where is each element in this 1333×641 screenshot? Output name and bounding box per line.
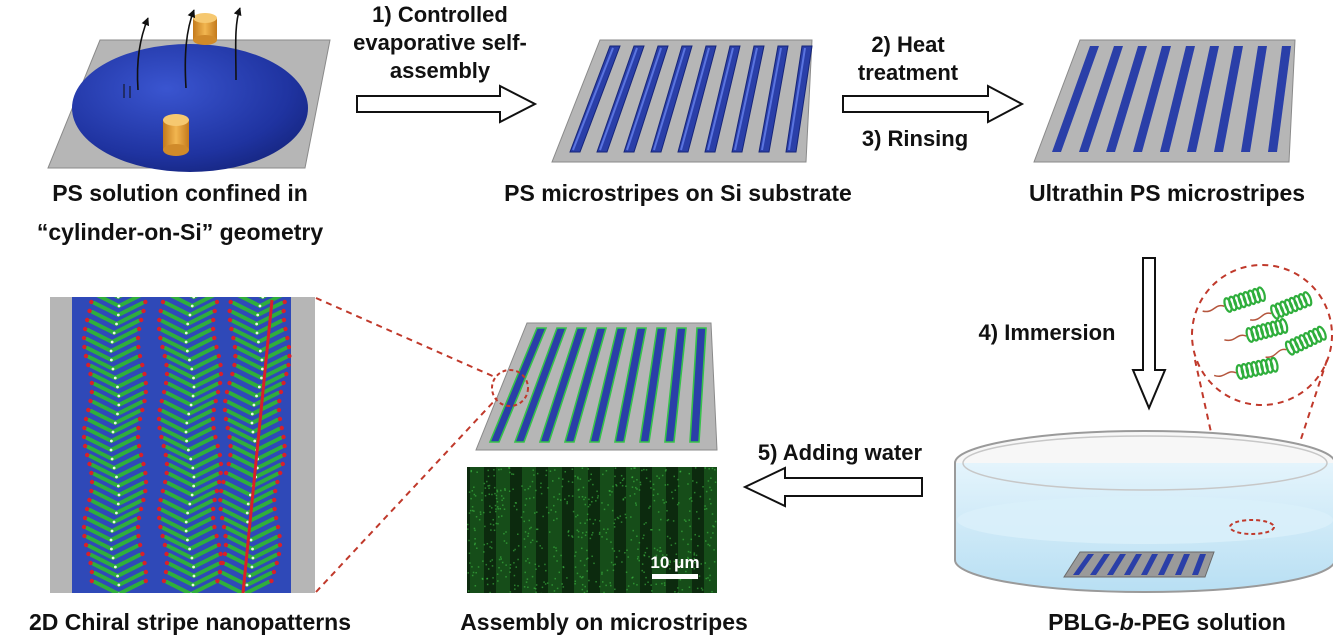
- step-1: 1) Controlled evaporative self- assembly: [353, 2, 538, 124]
- step2-line2: treatment: [858, 60, 959, 85]
- ultrathin-stripe: [1079, 46, 1123, 152]
- process-arrow-icon: [1131, 257, 1167, 411]
- ps-solution-panel: PS solution confined in “cylinder-on-Si”…: [37, 7, 331, 245]
- scale-bar-label: 10 μm: [650, 553, 699, 572]
- step1-line1: 1) Controlled: [372, 2, 508, 27]
- assembly-panel: 10 μm Assembly on microstripes: [460, 322, 748, 635]
- ultrathin-stripe: [1214, 46, 1243, 152]
- ps-microstripes-panel: PS microstripes on Si substrate: [504, 39, 852, 206]
- step-2-3: 2) Heat treatment 3) Rinsing: [842, 32, 1025, 151]
- polymer-helix-icon: [1202, 286, 1327, 380]
- caption-ps-solution-1: PS solution confined in: [52, 180, 308, 206]
- process-arrow-icon: [842, 84, 1025, 124]
- fluorescence-image: [467, 467, 717, 593]
- step4-label: 4) Immersion: [979, 320, 1116, 345]
- zoom-line-top: [315, 297, 498, 379]
- caption-pblg: PBLG-b-PEG solution: [1048, 609, 1286, 635]
- ultrathin-stripe: [1052, 46, 1099, 152]
- top-cylinder: [193, 13, 217, 45]
- process-arrow-icon: [742, 466, 923, 508]
- zoom-target: [1229, 519, 1275, 535]
- ps-stripes: [569, 45, 813, 153]
- petri-dish-icon: [954, 430, 1333, 593]
- caption-ultrathin: Ultrathin PS microstripes: [1029, 180, 1305, 206]
- polymer-zoom: [1191, 264, 1333, 528]
- caption-assembly: Assembly on microstripes: [460, 609, 748, 635]
- step3-label: 3) Rinsing: [862, 126, 968, 151]
- caption-chiral: 2D Chiral stripe nanopatterns: [29, 609, 351, 635]
- step5-label: 5) Adding water: [758, 440, 923, 465]
- ultrathin-stripe: [1106, 46, 1147, 152]
- ultrathin-stripe: [1160, 46, 1195, 152]
- process-arrow-icon: [356, 84, 538, 124]
- si-substrate: [551, 39, 813, 163]
- step2-line1: 2) Heat: [871, 32, 945, 57]
- step1-line3: assembly: [390, 58, 491, 83]
- ultrathin-stripes: [1052, 46, 1291, 152]
- caption-ps-solution-2: “cylinder-on-Si” geometry: [37, 219, 323, 245]
- ultrathin-stripe: [1187, 46, 1219, 152]
- evaporation-arrow-icon: [123, 7, 242, 98]
- step1-line2: evaporative self-: [353, 30, 527, 55]
- chiral-pattern-panel: 2D Chiral stripe nanopatterns: [29, 297, 351, 635]
- solution-surface: [957, 496, 1333, 544]
- zoom-line-bottom: [315, 397, 498, 593]
- ultrathin-stripe: [1268, 46, 1291, 152]
- ultrathin-stripe: [1241, 46, 1267, 152]
- step-5: 5) Adding water: [742, 440, 923, 508]
- caption-ps-microstripes: PS microstripes on Si substrate: [504, 180, 852, 206]
- zoom-circle: [491, 369, 529, 407]
- ultrathin-panel: Ultrathin PS microstripes: [1029, 39, 1305, 206]
- ultrathin-stripe: [1133, 46, 1171, 152]
- step-4: 4) Immersion: [979, 257, 1167, 411]
- ps-solution-dome: [72, 44, 308, 172]
- bottom-cylinder: [163, 114, 189, 156]
